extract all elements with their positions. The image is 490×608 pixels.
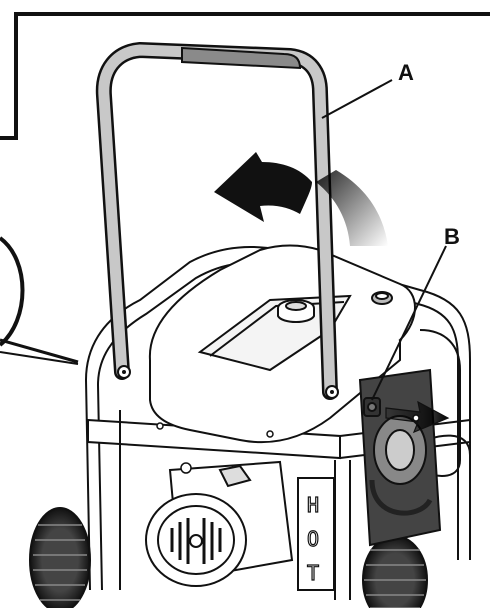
handle	[95, 42, 339, 400]
hot-letter-t: T	[307, 561, 319, 585]
alternator	[145, 460, 294, 587]
locking-knob	[363, 397, 381, 417]
magnifier-circle	[0, 236, 79, 365]
inset-frame	[0, 12, 490, 140]
hot-decal: H O T	[297, 477, 335, 591]
wheel-right	[362, 535, 428, 608]
bolts	[156, 414, 420, 474]
fuel-tank	[148, 244, 416, 444]
hot-letter-h: H	[307, 493, 319, 517]
engine	[358, 368, 442, 547]
callout-a-label: A	[398, 60, 414, 85]
hot-letter-o: O	[307, 527, 319, 551]
handle-grip	[181, 46, 302, 70]
callout-b-label: B	[444, 224, 460, 249]
curved-arrow-icon	[214, 152, 388, 246]
callout-b: B	[371, 224, 460, 401]
callout-a: A	[321, 60, 414, 119]
wheel-left	[29, 507, 91, 608]
